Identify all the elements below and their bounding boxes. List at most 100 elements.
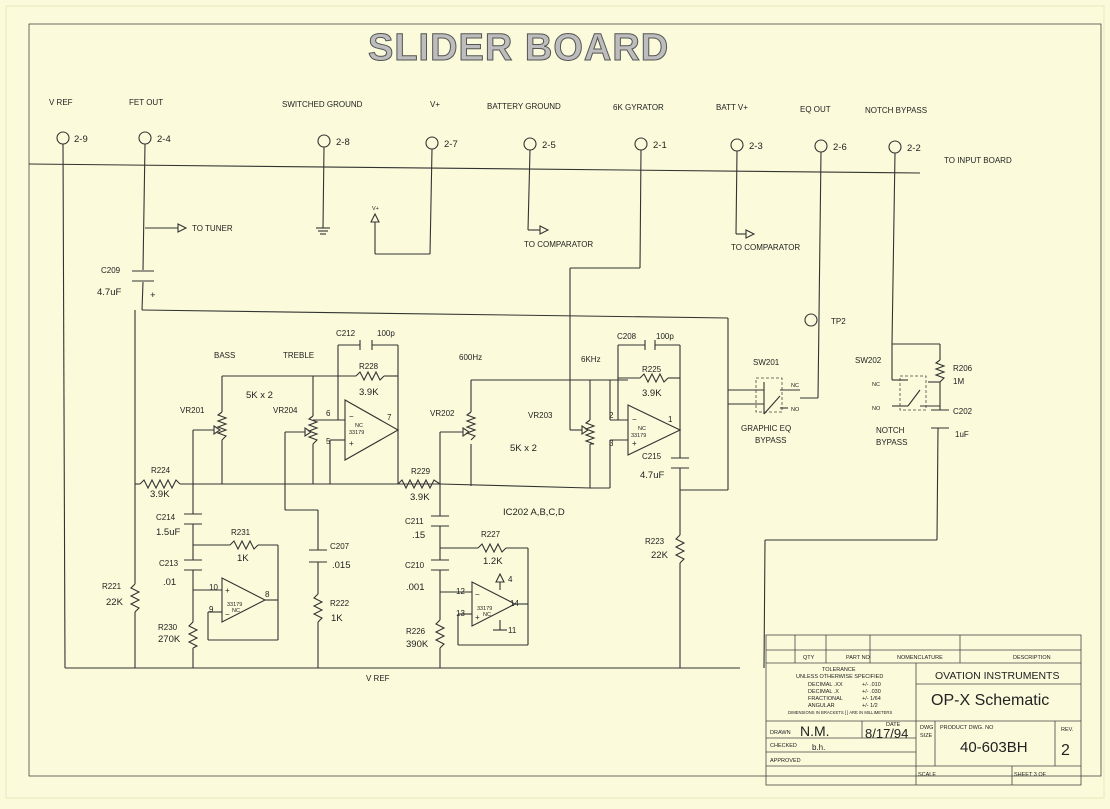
r229-symbol [397,478,441,490]
tb-checked-label: CHECKED [770,743,797,749]
c210-value: .001 [406,582,425,593]
pin-number: 2-5 [542,140,556,151]
annotations: TO TUNER TO COMPARATOR TO COMPARATOR V+ … [150,206,907,683]
opamp-d-pin-vcc: 4 [508,575,513,584]
svg-text:+: + [475,613,480,622]
r228-symbol [355,370,385,382]
r227-value: 1.2K [483,556,503,567]
tb-size-label: SIZE [920,733,933,739]
r225-label: R225 [642,365,662,374]
r206-symbol [934,359,946,383]
tb-qty: QTY [803,655,815,661]
opamp-c-pin-out: 8 [265,590,270,599]
tb-drawn-label: DRAWN [770,730,791,736]
opamp-a: − + NC 33179 6 5 7 [326,399,400,461]
vr203-label: VR203 [528,411,553,420]
tp2-testpoint [804,313,818,327]
r226-symbol [434,619,446,649]
tb-angular: ANGULAR [808,703,835,709]
svg-text:−: − [475,590,480,599]
sw201-desc: BYPASS [755,436,786,445]
opamp-d-pin-inv: 12 [456,587,465,596]
c209-value: 4.7uF [97,287,121,298]
to-tuner-label: TO TUNER [192,224,233,233]
opamp-d-pin-out: 14 [510,599,519,608]
polarity-plus: + [150,290,156,301]
drawing-border [28,23,1102,777]
r226-value: 390K [406,639,429,650]
r223-value: 22K [651,550,669,561]
pin-number: 2-3 [749,141,763,152]
tb-decimal2: DECIMAL .X [808,689,839,695]
sw201-body [755,377,783,413]
opamp-a-nc: NC [355,423,363,429]
tb-nomenclature: NOMENCLATURE [897,655,943,661]
tb-part-no: PART NO [846,655,871,661]
paper [5,5,1105,799]
r230-label: R230 [158,623,178,632]
r222-symbol [312,593,324,623]
r228-value: 3.9K [359,387,379,398]
tb-approved-label: APPROVED [770,758,801,764]
pin-number: 2-9 [74,134,88,145]
ic-label: IC202 A,B,C,D [503,507,565,518]
c207-label: C207 [330,542,350,551]
connector-pins: 2-9 2-4 2-8 2-7 2-5 2-1 2-3 2-6 2-2 [56,131,921,154]
r227-symbol [477,542,507,554]
r222-label: R222 [330,599,350,608]
sw201-no: NO [791,407,800,413]
c208-label: C208 [617,332,637,341]
r221-label: R221 [102,582,122,591]
connector-labels: V REF FET OUT SWITCHED GROUND V+ BATTERY… [49,98,927,115]
vr201-label: VR201 [180,406,205,415]
connector-label-battery-ground: BATTERY GROUND [487,102,561,111]
pot-600-6k-value: 5K x 2 [510,443,537,454]
c215-value: 4.7uF [640,470,664,481]
opamp-d: − + 33179 NC 12 13 14 4 11 [456,572,519,635]
tb-drawing-title: OP-X Schematic [931,692,1049,709]
c210-label: C210 [405,561,425,570]
connector-label-notch-bypass: NOTCH BYPASS [865,106,927,115]
c213-label: C213 [159,559,179,568]
vr202-label: VR202 [430,409,455,418]
c207-value: .015 [332,560,351,571]
page-title: SLIDER BOARD [368,27,669,69]
tb-dwg-label: DWG [920,725,933,731]
to-comparator-label: TO COMPARATOR [524,240,593,249]
r226-label: R226 [406,627,426,636]
resistors [129,359,946,649]
tb-dwg-no: 40-603BH [960,739,1028,756]
opamp-b-part: 33179 [631,433,646,439]
r222-value: 1K [331,613,343,624]
pin-number: 2-2 [907,143,921,154]
tb-product-dwg-label: PRODUCT DWG. NO [940,725,994,731]
sw201-nc: NC [791,383,799,389]
opamp-a-part: 33179 [349,430,364,436]
pin-number: 2-8 [336,137,350,148]
opamp-b-pin-inv: 2 [609,411,614,420]
wires [62,143,941,669]
pot-bass-treble-value: 5K x 2 [246,390,273,401]
opamp-b: − + NC 33179 2 3 1 [609,404,682,456]
c214-label: C214 [156,513,176,522]
opamp-b-pin-noninv: 3 [609,439,614,448]
sw202-nc: NC [872,382,880,388]
r229-label: R229 [411,467,431,476]
r206-label: R206 [953,364,973,373]
tb-company: OVATION INSTRUMENTS [935,670,1059,682]
sw201-desc: GRAPHIC EQ [741,424,791,433]
svg-text:+: + [349,439,354,448]
r224-label: R224 [151,466,171,475]
opamp-d-pin-gnd: 11 [508,626,517,635]
opamp-c: + − 33179 NC 10 9 8 [209,577,270,623]
vplus-arrow-label: V+ [372,206,379,212]
svg-text:−: − [632,415,637,424]
tb-description: DESCRIPTION [1013,655,1051,661]
tb-checked: b.h. [812,743,825,752]
svg-text:+: + [225,586,230,595]
r228-label: R228 [359,362,379,371]
pin-number: 2-7 [444,139,458,150]
r227-label: R227 [481,530,501,539]
bus-label: TO INPUT BOARD [944,156,1012,165]
